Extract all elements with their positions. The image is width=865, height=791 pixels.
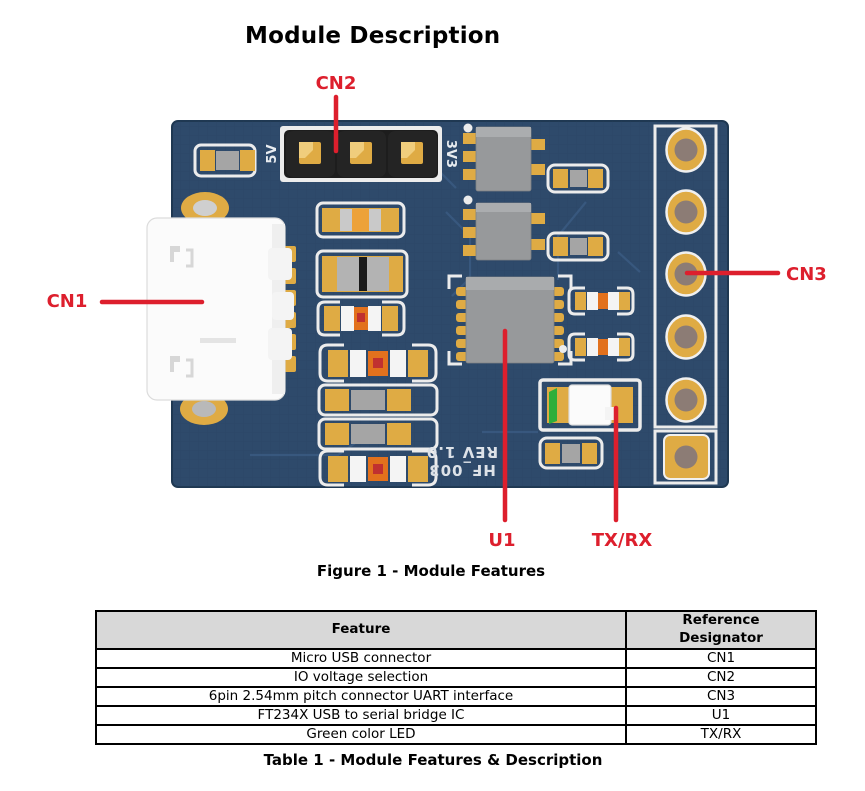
ref-cell: U1	[625, 705, 817, 726]
feature-cell: IO voltage selection	[95, 667, 627, 688]
cn3-label: CN3	[786, 264, 827, 285]
sot-ic-2	[463, 195, 545, 261]
sot-ic-1	[463, 123, 545, 192]
table-caption: Table 1 - Module Features & Description	[263, 751, 603, 769]
page-title: Module Description	[245, 23, 501, 49]
silkscreen-5v-label: 5V	[265, 144, 280, 163]
svg-text:HF_003: HF_003	[428, 461, 496, 479]
feature-cell: 6pin 2.54mm pitch connector UART interfa…	[95, 686, 627, 707]
cn2-label: CN2	[316, 73, 357, 94]
header-feature: Feature	[95, 610, 627, 650]
smd-right-top	[546, 163, 610, 262]
cn1-usb-connector	[146, 192, 296, 425]
silkscreen-3v3-label: 3V3	[443, 140, 458, 168]
cn3-hole-1	[665, 127, 707, 173]
callout-cn3: CN3	[684, 264, 827, 285]
table-row: 6pin 2.54mm pitch connector UART interfa…	[95, 686, 817, 707]
ref-cell: CN3	[625, 686, 817, 707]
pcb-board: 5V 3V3	[146, 120, 729, 488]
cn3-hole-5	[665, 377, 707, 423]
header-reference-designator: Reference Designator	[625, 610, 817, 650]
module-figure: 5V 3V3	[47, 73, 827, 551]
table-row: Micro USB connector CN1	[95, 648, 817, 669]
smd-top-left	[193, 143, 257, 178]
table-header-row: Feature Reference Designator	[95, 610, 817, 650]
figure-caption: Figure 1 - Module Features	[316, 562, 546, 580]
txrx-led	[538, 378, 642, 432]
table-row: IO voltage selection CN2	[95, 667, 817, 688]
u1-ic	[447, 274, 573, 366]
silkscreen-part-text: HF_003 REV 1.0	[426, 443, 498, 479]
ref-cell: CN2	[625, 667, 817, 688]
smd-middle-column	[315, 201, 439, 487]
ref-cell: TX/RX	[625, 724, 817, 745]
u1-label: U1	[488, 530, 515, 551]
feature-cell: FT234X USB to serial bridge IC	[95, 705, 627, 726]
svg-text:REV 1.0: REV 1.0	[426, 443, 498, 461]
cn3-hole-4	[665, 314, 707, 360]
cn1-label: CN1	[47, 291, 88, 312]
feature-table: Feature Reference Designator Micro USB c…	[95, 610, 817, 745]
feature-cell: Green color LED	[95, 724, 627, 745]
table-row: FT234X USB to serial bridge IC U1	[95, 705, 817, 726]
cn2-header: 5V 3V3	[265, 126, 458, 182]
callout-txrx: TX/RX	[592, 405, 653, 551]
callout-u1: U1	[488, 328, 516, 551]
feature-cell: Micro USB connector	[95, 648, 627, 669]
table-row: Green color LED TX/RX	[95, 724, 817, 745]
cn3-hole-6-square	[663, 434, 710, 480]
callout-cn2: CN2	[316, 73, 357, 154]
cn3-hole-2	[665, 189, 707, 235]
header-pins	[299, 142, 423, 164]
txrx-label: TX/RX	[592, 530, 653, 551]
ref-cell: CN1	[625, 648, 817, 669]
cn3-holes	[653, 124, 718, 485]
callout-cn1: CN1	[47, 291, 205, 312]
smd-below-led	[538, 436, 604, 470]
smd-right-of-u1	[567, 286, 635, 362]
